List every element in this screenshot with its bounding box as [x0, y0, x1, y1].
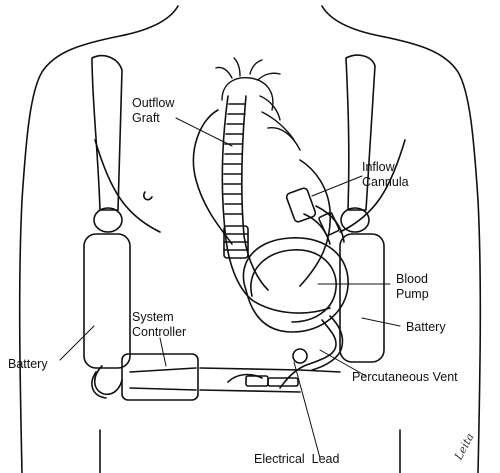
label-inflow-cannula: Inflow Cannula	[362, 160, 409, 190]
pump-line-2: Pump	[396, 287, 429, 301]
battery-packs	[83, 233, 385, 369]
outflow-line-1: Outflow	[132, 96, 175, 110]
controller-belt	[91, 365, 341, 399]
controller-line-2: Controller	[132, 325, 187, 339]
leader-lines	[59, 117, 401, 459]
aortic-arch	[215, 57, 301, 151]
system-controller	[121, 353, 199, 401]
label-percutaneous-vent: Percutaneous Vent	[352, 370, 458, 384]
label-system-controller: System Controller	[132, 310, 186, 340]
pump-line-1: Blood	[396, 272, 428, 286]
label-electrical-lead: Electrical Lead	[254, 452, 340, 466]
label-battery-right: Battery	[406, 320, 446, 334]
blood-pump	[242, 237, 349, 333]
outflow-graft	[221, 95, 269, 301]
label-battery-left: Battery	[8, 357, 48, 371]
controller-line-1: System	[132, 310, 174, 324]
outflow-line-2: Graft	[132, 111, 160, 125]
inflow-line-1: Inflow	[362, 160, 395, 174]
torso-outline	[18, 5, 482, 473]
label-outflow-graft: Outflow Graft	[132, 96, 174, 126]
label-blood-pump: Blood Pump	[396, 272, 429, 302]
heart-outline	[192, 109, 332, 287]
inflow-cannula	[285, 187, 345, 245]
navel	[143, 191, 153, 201]
suspender-straps	[91, 54, 376, 233]
percutaneous-lead	[279, 315, 344, 389]
inflow-line-2: Cannula	[362, 175, 409, 189]
